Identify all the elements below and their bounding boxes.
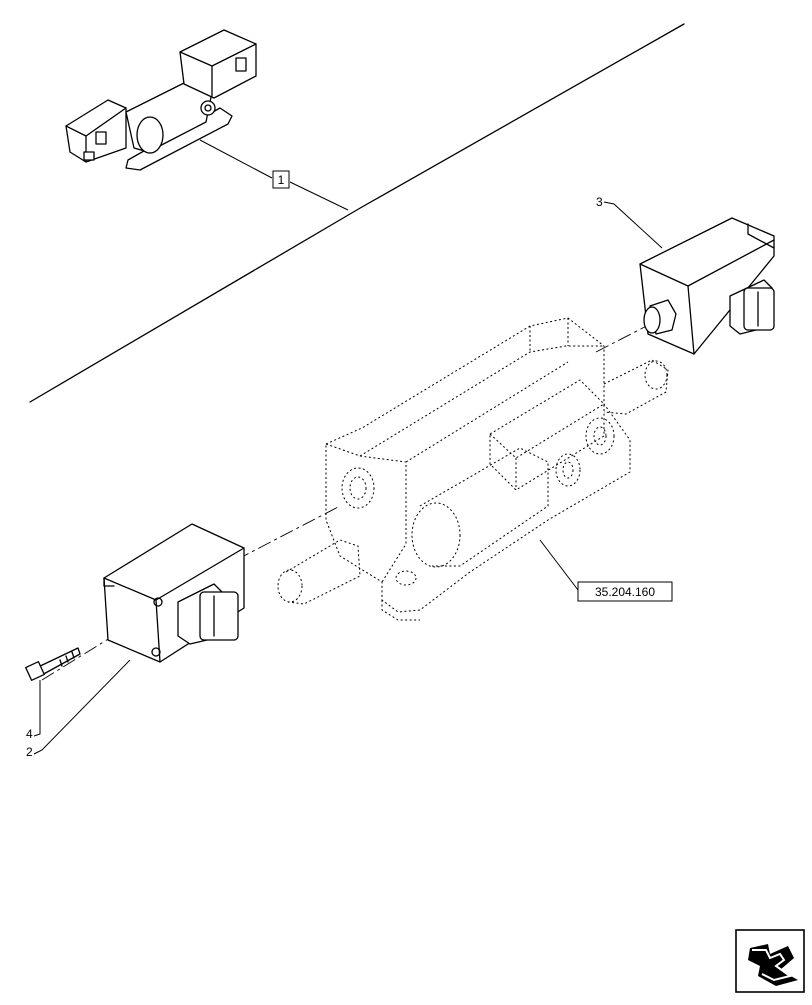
leader-line-3 <box>603 201 663 249</box>
callout-3-label: 3 <box>596 195 603 209</box>
reference-code: 35.204.160 <box>595 585 655 599</box>
leader-line-2 <box>33 659 131 755</box>
leader-line-ref <box>539 539 579 591</box>
callout-2-label: 2 <box>26 745 33 759</box>
leader-line-1b <box>289 181 349 211</box>
assembly-thumbnail <box>65 29 257 171</box>
bolt-4 <box>25 647 81 681</box>
separator-line <box>29 23 685 403</box>
callout-1-label: 1 <box>278 173 285 187</box>
assembly-axis-right <box>595 315 667 353</box>
leader-line-1 <box>199 139 273 179</box>
callout-4-label: 4 <box>26 727 33 741</box>
callout-1: 1 <box>272 170 290 189</box>
next-page-arrow-icon[interactable] <box>735 929 805 993</box>
solenoid-coil-2 <box>103 523 245 663</box>
reference-box: 35.204.160 <box>577 581 673 602</box>
leader-line-4 <box>33 680 41 737</box>
valve-housing-reference <box>277 317 669 621</box>
assembly-axis-left <box>41 559 237 681</box>
assembly-axis-mid <box>235 505 341 561</box>
solenoid-coil-3 <box>639 217 775 355</box>
